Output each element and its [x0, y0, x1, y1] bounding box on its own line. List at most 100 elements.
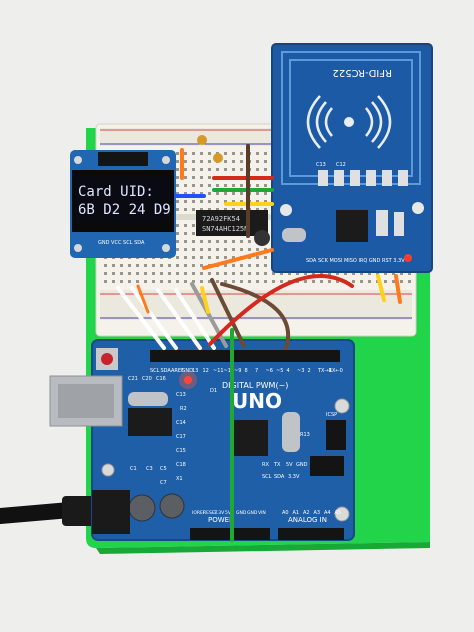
breadboard-hole — [336, 272, 339, 275]
breadboard-hole — [232, 256, 235, 259]
arduino-analog-label: ANALOG IN — [288, 516, 327, 524]
component-designator: GND — [296, 462, 308, 468]
breadboard-hole — [272, 280, 275, 283]
breadboard-hole — [192, 176, 195, 179]
breadboard-hole — [176, 248, 179, 251]
breadboard-hole — [176, 232, 179, 235]
chip-line1: 72A92FK54 — [202, 215, 240, 223]
breadboard-hole — [256, 152, 259, 155]
breadboard-hole — [160, 280, 163, 283]
dc-jack — [92, 490, 130, 534]
breadboard-hole — [200, 256, 203, 259]
breadboard-hole — [176, 192, 179, 195]
breadboard-hole — [256, 264, 259, 267]
breadboard-hole — [232, 184, 235, 187]
breadboard-hole — [264, 152, 267, 155]
breadboard-hole — [240, 192, 243, 195]
breadboard-hole — [256, 184, 259, 187]
breadboard-hole — [232, 208, 235, 211]
breadboard-hole — [240, 264, 243, 267]
breadboard-hole — [224, 280, 227, 283]
breadboard-hole — [312, 272, 315, 275]
breadboard-hole — [368, 280, 371, 283]
breadboard-hole — [264, 184, 267, 187]
breadboard-hole — [232, 272, 235, 275]
jumper-wires — [116, 144, 402, 542]
component-designator: C18 — [176, 462, 186, 468]
digital-pin-label: TX→1 — [317, 368, 332, 374]
breadboard-hole — [336, 280, 339, 283]
digital-pin-label: 7 — [255, 368, 258, 374]
breadboard-hole — [144, 264, 147, 267]
digital-pin-label: 2 — [308, 368, 311, 374]
breadboard-hole — [240, 272, 243, 275]
breadboard-hole — [352, 280, 355, 283]
rfid-led — [404, 254, 412, 262]
breadboard-hole — [208, 168, 211, 171]
breadboard-hole — [264, 272, 267, 275]
breadboard-hole — [400, 272, 403, 275]
breadboard-hole — [344, 272, 347, 275]
breadboard-hole — [408, 280, 411, 283]
breadboard-hole — [168, 264, 171, 267]
breadboard-hole — [256, 192, 259, 195]
breadboard-hole — [256, 280, 259, 283]
capacitor-2 — [159, 493, 185, 519]
power-led — [184, 376, 192, 384]
breadboard-hole — [200, 280, 203, 283]
breadboard-hole — [216, 168, 219, 171]
component-designator: C15 — [176, 448, 186, 454]
breadboard-hole — [176, 160, 179, 163]
breadboard-hole — [200, 152, 203, 155]
digital-pin-label: ~10 — [224, 368, 235, 374]
power-pin-label: 3.3V — [214, 510, 225, 516]
breadboard-hole — [168, 280, 171, 283]
rfid-pins: SDA SCK MOSI MISO IRQ GND RST 3.3V — [306, 258, 405, 264]
chip-line2: SN74AHC125N — [202, 225, 248, 233]
breadboard-hole — [200, 208, 203, 211]
breadboard-hole — [192, 224, 195, 227]
usb-chip — [128, 408, 172, 436]
breadboard-hole — [240, 240, 243, 243]
breadboard-hole — [168, 272, 171, 275]
power-pin-label: IOREF — [192, 510, 206, 516]
crystal — [128, 392, 168, 406]
breadboard-hole — [224, 272, 227, 275]
breadboard-hole — [192, 200, 195, 203]
breadboard-hole — [240, 160, 243, 163]
breadboard-hole — [224, 192, 227, 195]
breadboard-hole — [192, 160, 195, 163]
breadboard-hole — [256, 160, 259, 163]
digital-pin-label: GND — [182, 368, 194, 374]
oled-pins: GND VCC SCL SDA — [98, 240, 145, 246]
rfid-cap-1: C13 — [316, 162, 326, 168]
analog-pin-label: A3 — [314, 510, 321, 516]
breadboard-hole — [224, 160, 227, 163]
breadboard-hole — [208, 208, 211, 211]
breadboard-hole — [208, 200, 211, 203]
breadboard-hole — [248, 248, 251, 251]
power-pin-label: 5V — [225, 510, 232, 516]
breadboard-hole — [192, 248, 195, 251]
breadboard-hole — [208, 240, 211, 243]
breadboard-hole — [240, 184, 243, 187]
component-designator: C20 — [142, 376, 152, 382]
breadboard-hole — [232, 168, 235, 171]
breadboard-hole — [144, 280, 147, 283]
rfid-cap-2: C12 — [336, 162, 346, 168]
breadboard-hole — [224, 256, 227, 259]
digital-pin-label: RX←0 — [329, 368, 343, 374]
breadboard-hole — [192, 192, 195, 195]
breadboard-hole — [200, 272, 203, 275]
component-designator: D1 — [210, 388, 217, 394]
breadboard-hole — [208, 248, 211, 251]
breadboard-hole — [368, 272, 371, 275]
breadboard-hole — [208, 192, 211, 195]
breadboard-hole — [224, 200, 227, 203]
breadboard-hole — [240, 280, 243, 283]
breadboard-hole — [192, 256, 195, 259]
